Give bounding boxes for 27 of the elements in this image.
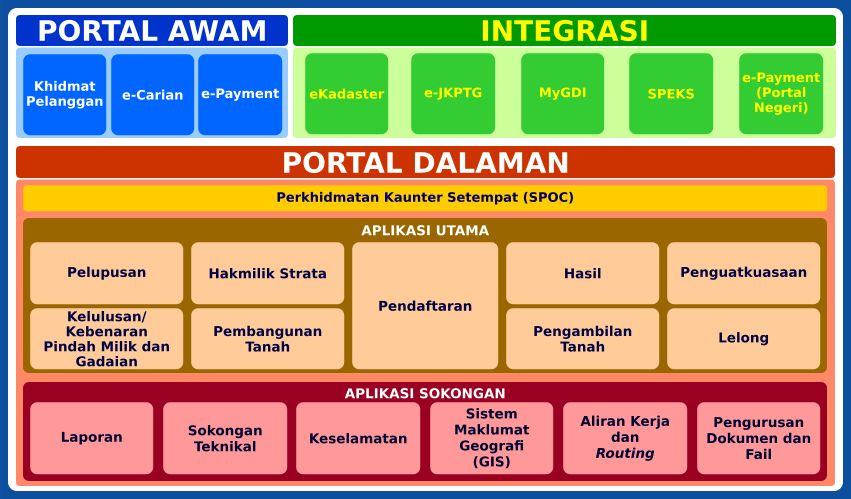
module-box: Pembangunan Tanah (191, 308, 344, 370)
module-box: Hasil (506, 242, 660, 304)
module-box: Pengambilan Tanah (506, 308, 660, 370)
module-box: Pengurusan Dokumen dan Fail (697, 402, 820, 474)
module-box: Sistem Maklumat Geografi (GIS) (430, 402, 554, 474)
module-box: Laporan (30, 402, 154, 474)
system-box: e-JKPTG (411, 53, 496, 134)
node-label: INTEGRASI (482, 20, 647, 42)
module-box: Pendaftaran (352, 242, 498, 370)
system-box: SPEKS (629, 53, 714, 134)
system-box: MyGDI (521, 53, 604, 134)
module-box: Aliran Kerja dan Routing (563, 402, 688, 474)
node-label: PORTAL DALAMAN (284, 152, 568, 174)
node-label: PORTAL AWAM (40, 20, 265, 42)
service-bar: Perkhidmatan Kaunter Setempat (SPOC) (23, 185, 828, 212)
module-box: Kelulusan/ Kebenaran Pindah Milik dan Gadaian (30, 308, 184, 370)
module-box: Pelupusan (30, 242, 184, 304)
system-box: Khidmat Pelanggan (23, 54, 106, 136)
module-box: Sokongan Teknikal (163, 402, 288, 474)
system-box: e-Payment (198, 54, 282, 136)
module-box: Keselamatan (296, 402, 420, 474)
system-box: e-Payment (Portal Negeri) (739, 53, 824, 134)
system-box: e-Carian (111, 54, 194, 136)
module-box: Lelong (667, 308, 820, 370)
system-box: eKadaster (305, 53, 388, 134)
module-box: Penguatkuasaan (667, 242, 820, 304)
module-box: Hakmilik Strata (191, 242, 344, 304)
